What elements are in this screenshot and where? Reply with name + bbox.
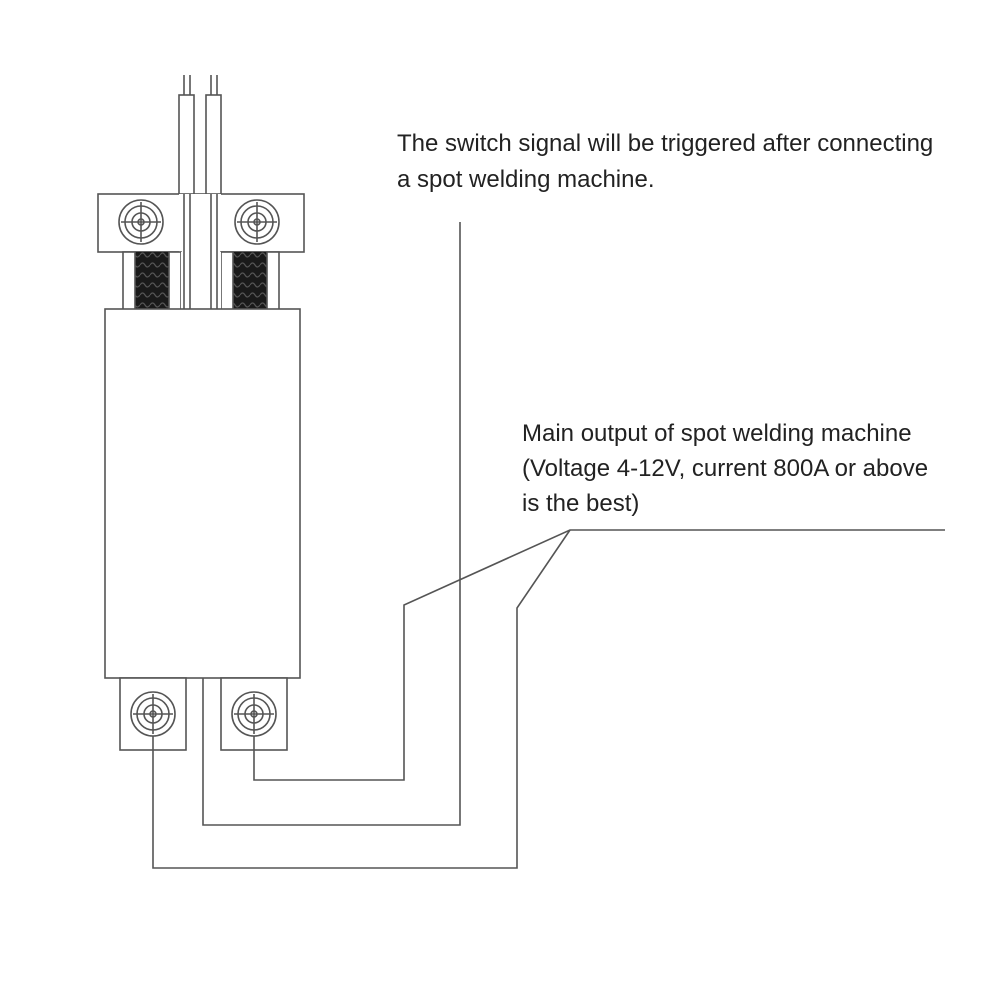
device-body <box>104 308 301 679</box>
switch-signal-annotation: The switch signal will be triggered afte… <box>397 126 933 198</box>
right-coil <box>220 251 280 311</box>
top-left-screw-icon <box>118 199 164 245</box>
annotation-line: (Voltage 4-12V, current 800A or above <box>522 455 929 482</box>
annotation-line: a spot welding machine. <box>397 166 655 193</box>
annotation-line: Main output of spot welding machine <box>522 420 912 447</box>
top-right-screw-icon <box>234 199 280 245</box>
left-coil <box>122 251 182 311</box>
annotation-line: is the best) <box>522 490 640 517</box>
output-wire-b <box>152 529 571 869</box>
output-wire-a <box>253 529 945 781</box>
annotation-line: The switch signal will be triggered afte… <box>397 130 934 157</box>
main-output-annotation: Main output of spot welding machine (Vol… <box>522 416 928 521</box>
switch-signal-wire <box>202 222 461 826</box>
